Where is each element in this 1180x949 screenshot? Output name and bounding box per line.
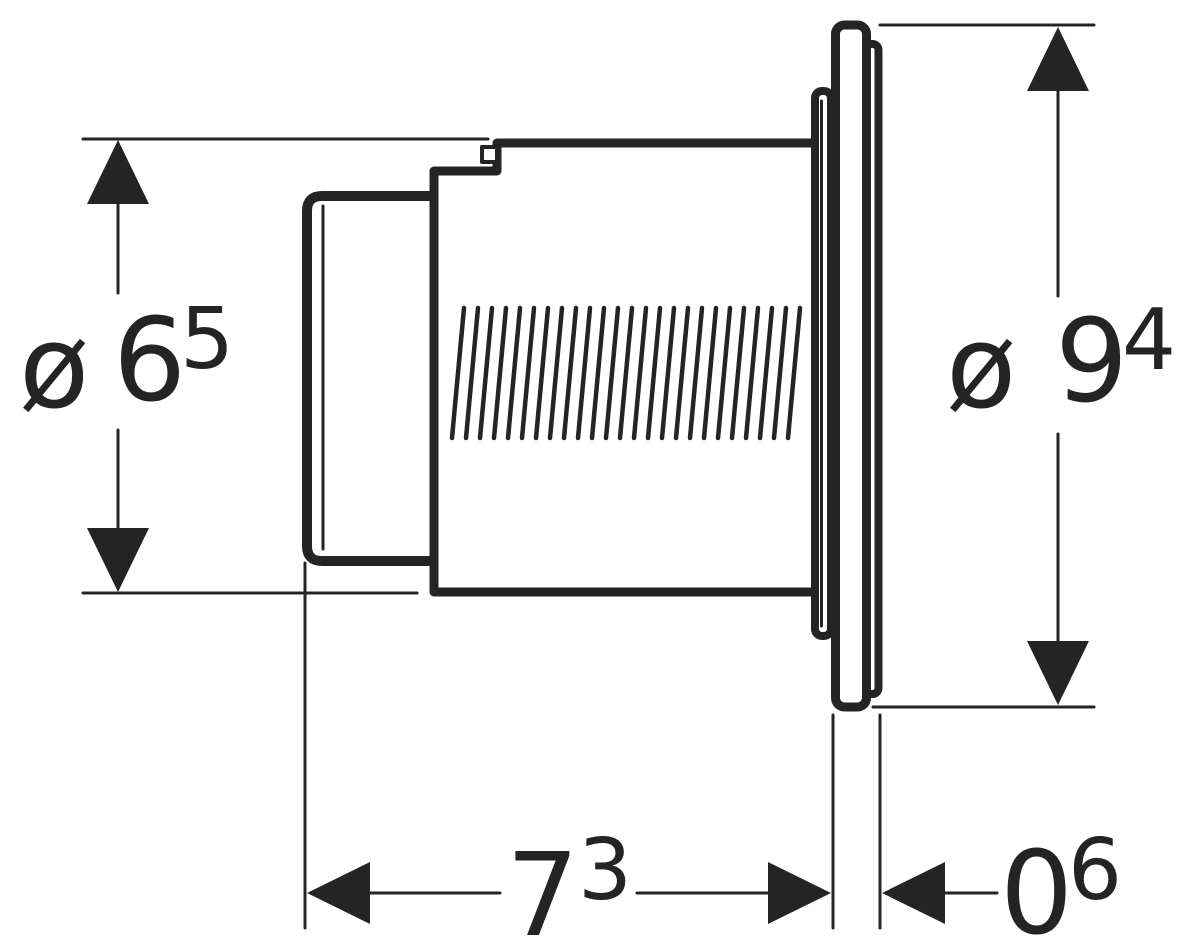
arrow-down-icon <box>1027 641 1089 705</box>
dimension-superscript: 4 <box>1122 291 1177 390</box>
dimension-left-diameter <box>87 140 149 592</box>
button-outline <box>302 191 447 566</box>
arrow-right-icon <box>768 862 831 924</box>
dimension-superscript: 5 <box>180 290 235 389</box>
dimension-value: 7 <box>506 829 580 949</box>
dimension-flange-thickness <box>882 862 999 924</box>
arrow-left-icon <box>307 862 370 924</box>
arrow-up-icon <box>87 140 149 204</box>
arrow-down-icon <box>87 528 149 592</box>
dimension-value: 0 <box>1000 827 1074 949</box>
dimension-value: 9 <box>1055 295 1129 429</box>
cylinder-top-notch <box>480 145 499 164</box>
dimension-superscript: 6 <box>1068 821 1123 920</box>
dimension-depth <box>307 862 831 924</box>
dimension-superscript: 3 <box>578 821 633 920</box>
diameter-symbol: ø <box>19 301 90 435</box>
arrow-up-icon <box>1027 27 1089 91</box>
dimension-right-diameter <box>1027 27 1089 705</box>
arrow-left-icon <box>882 862 945 924</box>
diameter-symbol: ø <box>946 301 1017 435</box>
thread-band <box>449 305 803 441</box>
dimension-value: 6 <box>113 294 187 428</box>
flange-front-plate <box>831 20 871 712</box>
